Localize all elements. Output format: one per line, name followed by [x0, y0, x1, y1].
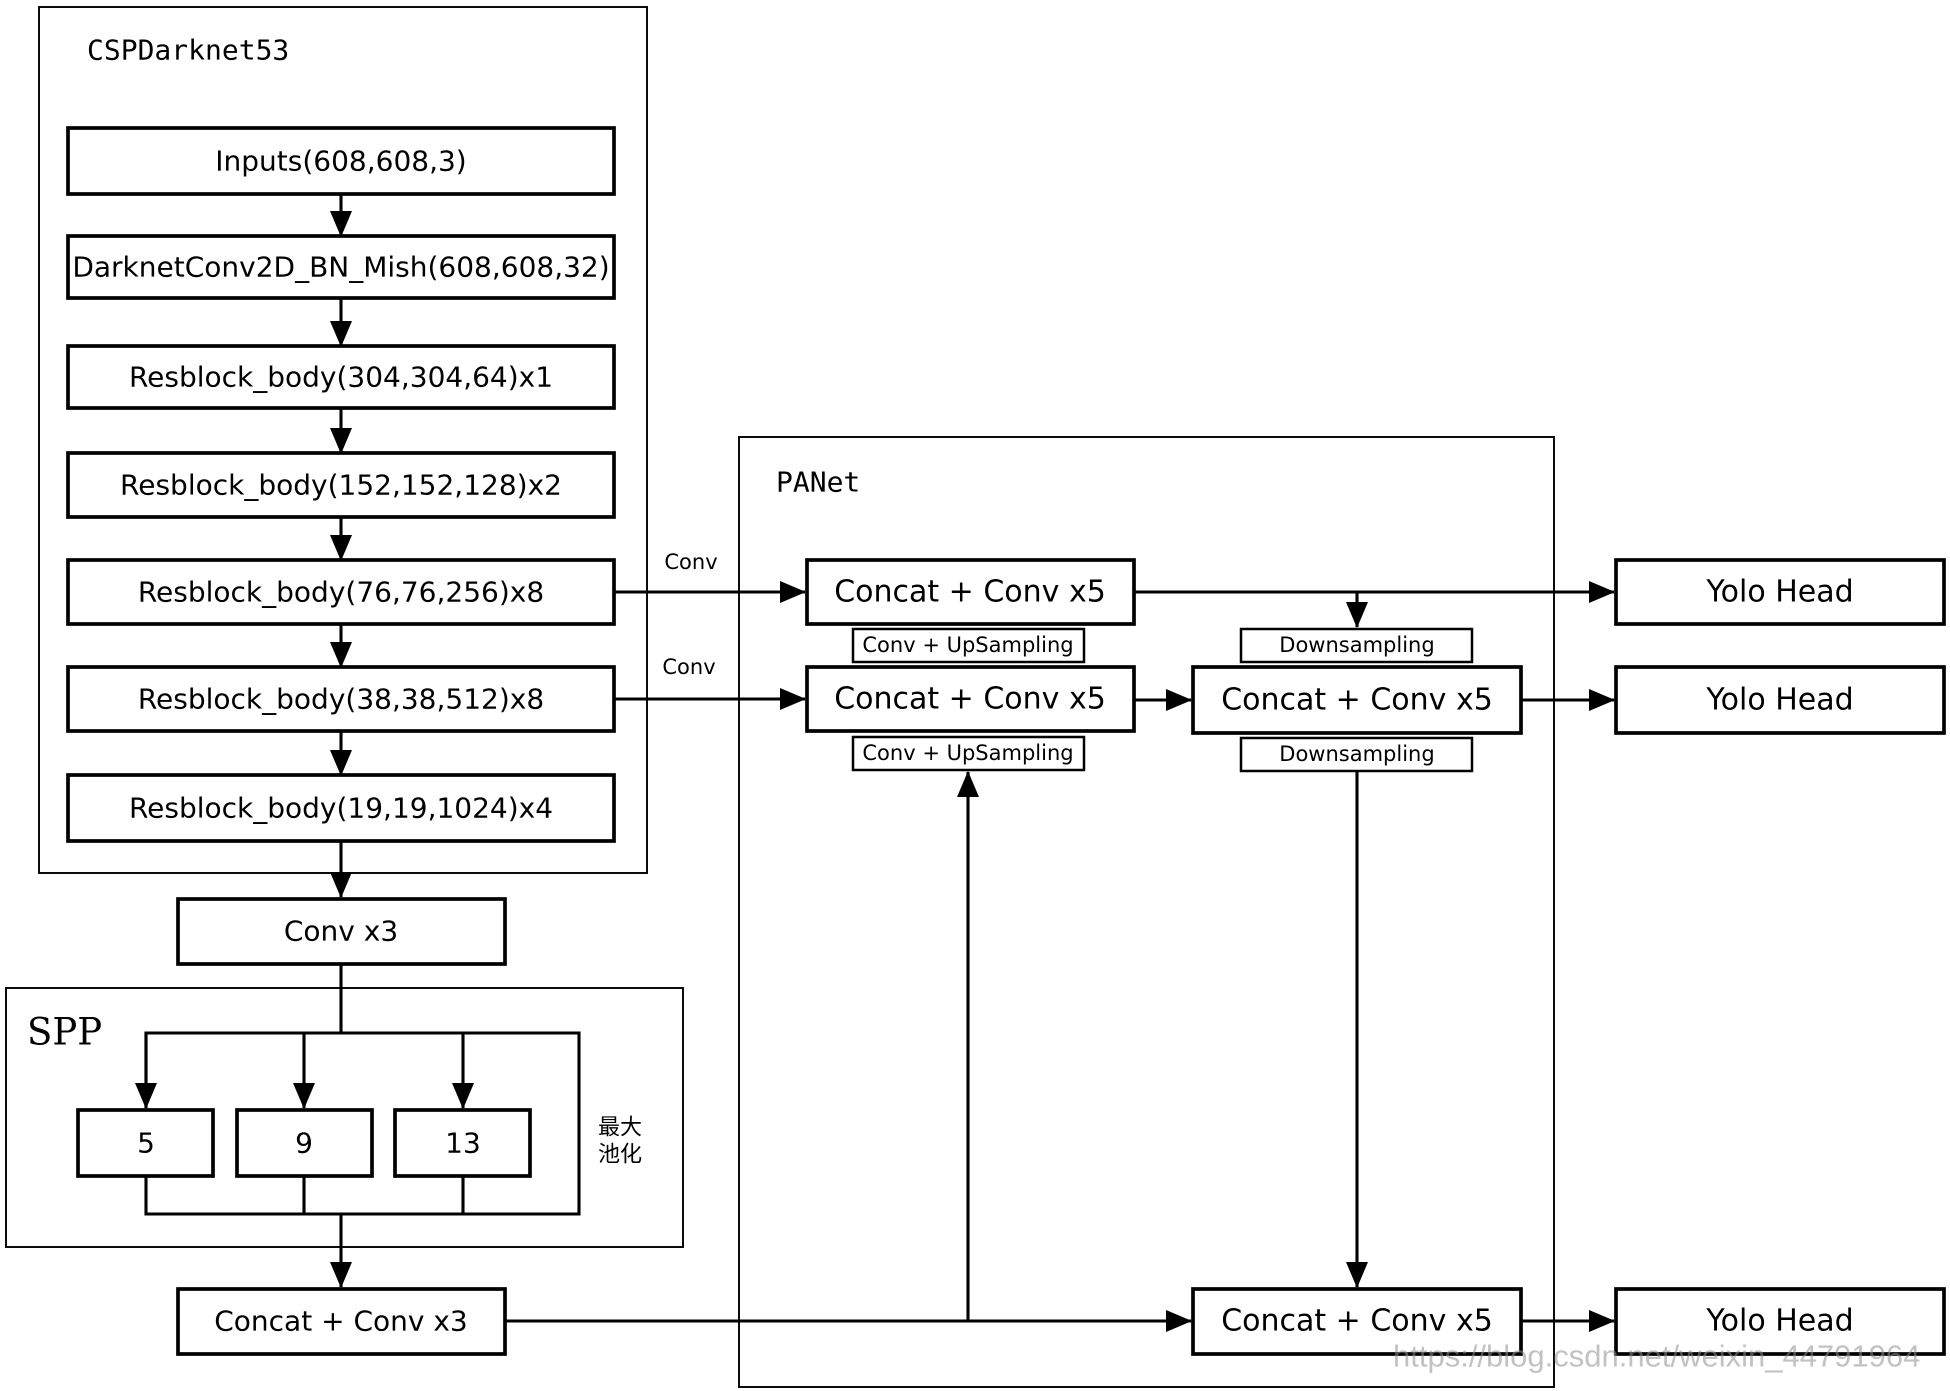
svg-text:Yolo Head: Yolo Head	[1705, 575, 1853, 610]
panet-concat-bottom: Concat + Conv x5	[1191, 1287, 1523, 1356]
svg-text:Conv + UpSampling: Conv + UpSampling	[862, 741, 1073, 765]
edge-label-conv-38: Conv	[662, 655, 715, 679]
spp-maxpool-note-line2: 池化	[598, 1143, 642, 1168]
svg-text:DarknetConv2D_BN_Mish(608,608,: DarknetConv2D_BN_Mish(608,608,32)	[72, 251, 609, 284]
backbone-block-resblock-38: Resblock_body(38,38,512)x8	[66, 665, 616, 733]
panet-label: PANet	[776, 466, 860, 499]
concat-conv-x3-block: Concat + Conv x3	[176, 1287, 507, 1356]
svg-text:Resblock_body(38,38,512)x8: Resblock_body(38,38,512)x8	[138, 683, 544, 716]
conv-x3-block: Conv x3	[176, 897, 507, 966]
svg-text:Concat + Conv x5: Concat + Conv x5	[834, 575, 1106, 610]
yolo-head-1: Yolo Head	[1614, 558, 1946, 626]
panet-concat-mid-right: Concat + Conv x5	[1191, 665, 1523, 735]
backbone-block-darknetconv: DarknetConv2D_BN_Mish(608,608,32)	[66, 234, 616, 300]
backbone-block-resblock-304: Resblock_body(304,304,64)x1	[66, 344, 616, 410]
yolo-head-2: Yolo Head	[1614, 665, 1946, 735]
spp-frame	[5, 987, 684, 1248]
spp-pool-9: 9	[235, 1108, 374, 1178]
backbone-block-resblock-152: Resblock_body(152,152,128)x2	[66, 451, 616, 519]
spp-pool-5: 5	[76, 1108, 215, 1178]
panet-downsampling-mid: Downsampling	[1239, 736, 1474, 773]
svg-text:Concat + Conv x5: Concat + Conv x5	[834, 682, 1106, 717]
svg-text:Concat + Conv x3: Concat + Conv x3	[214, 1305, 468, 1338]
panet-downsampling-top: Downsampling	[1239, 627, 1474, 664]
panet-frame	[738, 436, 1555, 1388]
svg-text:Yolo Head: Yolo Head	[1705, 1304, 1853, 1339]
panet-upsampling-top: Conv + UpSampling	[851, 627, 1086, 664]
svg-text:Concat + Conv x5: Concat + Conv x5	[1221, 683, 1493, 718]
spp-label: SPP	[27, 1011, 102, 1054]
panet-concat-mid-left: Concat + Conv x5	[805, 665, 1136, 733]
svg-text:Resblock_body(152,152,128)x2: Resblock_body(152,152,128)x2	[120, 469, 562, 502]
svg-text:Concat + Conv x5: Concat + Conv x5	[1221, 1304, 1493, 1339]
backbone-block-inputs: Inputs(608,608,3)	[66, 126, 616, 196]
cspdarknet53-label: CSPDarknet53	[87, 34, 289, 67]
svg-text:9: 9	[295, 1127, 313, 1160]
yolo-head-3: Yolo Head	[1614, 1287, 1946, 1356]
spp-maxpool-note-line1: 最大	[598, 1116, 642, 1141]
svg-text:Resblock_body(19,19,1024)x4: Resblock_body(19,19,1024)x4	[129, 792, 553, 825]
svg-text:Downsampling: Downsampling	[1279, 633, 1434, 657]
svg-text:13: 13	[445, 1127, 481, 1160]
panet-concat-top: Concat + Conv x5	[805, 558, 1136, 626]
svg-text:Yolo Head: Yolo Head	[1705, 683, 1853, 718]
svg-text:Downsampling: Downsampling	[1279, 742, 1434, 766]
svg-text:Resblock_body(304,304,64)x1: Resblock_body(304,304,64)x1	[129, 361, 553, 394]
spp-pool-13: 13	[393, 1108, 532, 1178]
watermark-text: https://blog.csdn.net/weixin_44791964	[1393, 1339, 1920, 1374]
svg-text:Conv + UpSampling: Conv + UpSampling	[862, 633, 1073, 657]
svg-text:Conv x3: Conv x3	[284, 915, 398, 948]
backbone-block-resblock-19: Resblock_body(19,19,1024)x4	[66, 773, 616, 843]
panet-upsampling-mid: Conv + UpSampling	[851, 735, 1086, 772]
edge-label-conv-76: Conv	[664, 550, 717, 574]
backbone-block-resblock-76: Resblock_body(76,76,256)x8	[66, 558, 616, 626]
svg-text:5: 5	[137, 1127, 155, 1160]
svg-text:Inputs(608,608,3): Inputs(608,608,3)	[215, 145, 466, 178]
svg-text:Resblock_body(76,76,256)x8: Resblock_body(76,76,256)x8	[138, 576, 544, 609]
